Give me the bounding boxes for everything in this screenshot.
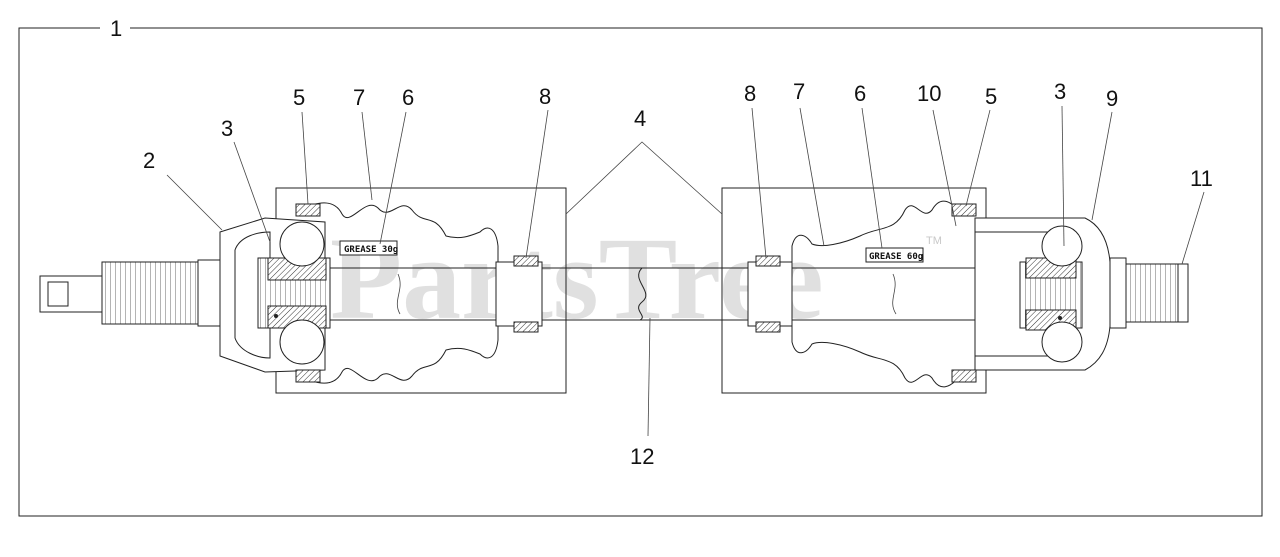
callout-7-right: 7 — [793, 79, 805, 104]
right-stub-shaft — [1109, 257, 1189, 329]
left-boot: GREASE 30g — [295, 202, 499, 384]
left-stub-shaft — [39, 259, 221, 327]
callout-12: 12 — [630, 444, 654, 469]
assembly-frame — [18, 27, 1263, 517]
callout-8-right: 8 — [744, 81, 756, 106]
grease-label-right: GREASE 60g — [869, 252, 923, 262]
callout-1: 1 — [110, 16, 122, 41]
callouts: 1 2 3 5 7 6 8 4 8 7 6 10 5 3 9 11 12 — [110, 16, 1213, 469]
callout-5-left: 5 — [293, 85, 305, 110]
callout-8-left: 8 — [539, 84, 551, 109]
leader-lines — [166, 105, 1205, 437]
watermark-trademark: TM — [926, 235, 942, 247]
watermark: PartsTree TM — [330, 213, 942, 344]
grease-label-left: GREASE 30g — [344, 245, 398, 255]
callout-6-right: 6 — [854, 81, 866, 106]
right-boot: GREASE 60g — [791, 200, 977, 388]
right-inner-band — [747, 255, 793, 333]
left-inner-band — [495, 255, 543, 333]
center-shaft — [330, 267, 1030, 321]
callout-6-left: 6 — [402, 85, 414, 110]
callout-4: 4 — [634, 106, 646, 131]
right-cv-housing — [974, 217, 1111, 371]
callout-9: 9 — [1106, 86, 1118, 111]
left-cv-housing — [219, 217, 331, 373]
callout-7-left: 7 — [353, 85, 365, 110]
callout-3-left: 3 — [221, 116, 233, 141]
callout-11: 11 — [1190, 166, 1213, 191]
watermark-text: PartsTree — [330, 213, 824, 344]
callout-2: 2 — [143, 148, 155, 173]
callout-10: 10 — [917, 81, 941, 106]
callout-3-right: 3 — [1054, 79, 1066, 104]
callout-5-right: 5 — [985, 84, 997, 109]
